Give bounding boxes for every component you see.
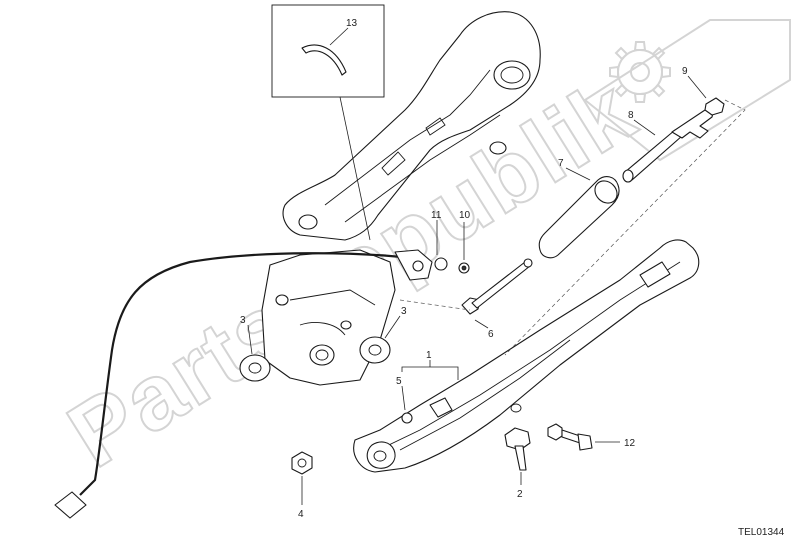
callout-3-left: 3 bbox=[240, 315, 246, 326]
callout-10: 10 bbox=[459, 210, 471, 221]
callout-4: 4 bbox=[298, 509, 304, 520]
callout-13: 13 bbox=[346, 18, 358, 29]
callout-7: 7 bbox=[558, 158, 564, 169]
part-6-pin: 6 bbox=[461, 258, 533, 340]
part-7-sleeve: 7 bbox=[538, 158, 620, 259]
callout-5: 5 bbox=[396, 376, 402, 387]
callout-1: 1 bbox=[426, 350, 432, 361]
assembly-lines bbox=[399, 99, 746, 356]
watermark-frame bbox=[583, 19, 791, 162]
callout-9: 9 bbox=[682, 66, 688, 77]
part-4-nut: 4 bbox=[291, 451, 313, 520]
parts-10-11: 11 10 bbox=[431, 210, 471, 274]
frame-plate bbox=[261, 11, 541, 386]
part-5: 5 bbox=[396, 376, 413, 424]
callout-11: 11 bbox=[431, 210, 442, 221]
side-stand bbox=[353, 239, 700, 473]
part-8-shaft: 8 bbox=[622, 108, 714, 183]
callout-6: 6 bbox=[488, 329, 494, 340]
callout-8: 8 bbox=[628, 110, 634, 121]
part-3-washers: 3 3 bbox=[239, 306, 407, 382]
callout-3-right: 3 bbox=[401, 306, 407, 317]
callout-12: 12 bbox=[624, 438, 636, 449]
diagram-code: TEL01344 bbox=[738, 527, 785, 538]
callout-2: 2 bbox=[517, 489, 523, 500]
sensor-cable bbox=[54, 249, 433, 519]
detail-box-part-13: 13 bbox=[271, 4, 385, 241]
part-9-nut: 9 bbox=[682, 66, 725, 116]
part-12-bolt: 12 bbox=[547, 423, 636, 451]
callout-1-group: 1 bbox=[401, 350, 459, 380]
watermark-gear-icon bbox=[609, 41, 671, 103]
part-2-bolt: 2 bbox=[504, 427, 531, 500]
